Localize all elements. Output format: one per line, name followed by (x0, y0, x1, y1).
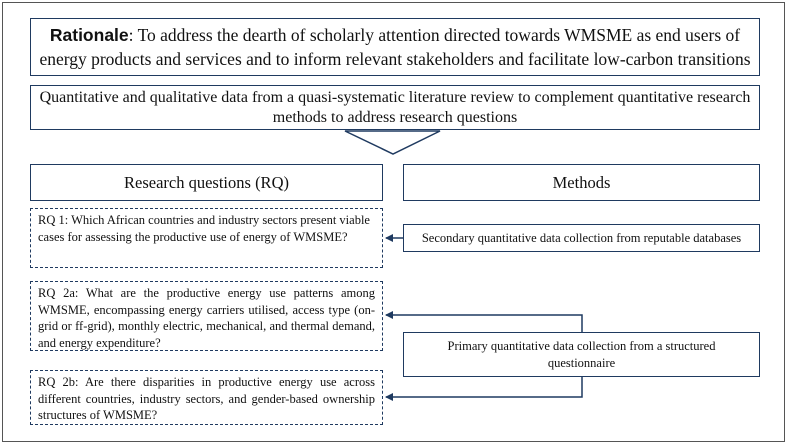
method-primary-text: Primary quantitative data collection fro… (447, 339, 716, 370)
rq2b-text: RQ 2b: Are there disparities in producti… (38, 375, 375, 422)
approach-box: Quantitative and qualitative data from a… (30, 85, 760, 130)
methods-header-label: Methods (552, 172, 611, 192)
research-questions-header-label: Research questions (RQ) (124, 172, 289, 192)
down-arrow-shape (344, 130, 441, 155)
approach-text: Quantitative and qualitative data from a… (39, 88, 751, 126)
rq2a-box: RQ 2a: What are the productive energy us… (30, 281, 383, 351)
rationale-box: Rationale: To address the dearth of scho… (30, 18, 760, 76)
research-questions-header: Research questions (RQ) (30, 164, 383, 201)
rationale-body: : To address the dearth of scholarly att… (39, 25, 751, 69)
rationale-label: Rationale (49, 25, 129, 45)
arrow-primary-to-rq2a (385, 311, 583, 332)
method-secondary-box: Secondary quantitative data collection f… (403, 224, 760, 252)
arrow-primary-to-rq2b (385, 377, 583, 401)
rationale-text: Rationale: To address the dearth of scho… (39, 23, 751, 71)
method-primary-box: Primary quantitative data collection fro… (403, 332, 760, 377)
method-secondary-text: Secondary quantitative data collection f… (421, 230, 742, 245)
rq1-text: RQ 1: Which African countries and indust… (38, 213, 370, 244)
rq1-box: RQ 1: Which African countries and indust… (30, 208, 383, 268)
rq2a-text: RQ 2a: What are the productive energy us… (38, 286, 375, 350)
rq2b-box: RQ 2b: Are there disparities in producti… (30, 370, 383, 425)
methods-header: Methods (403, 164, 760, 201)
